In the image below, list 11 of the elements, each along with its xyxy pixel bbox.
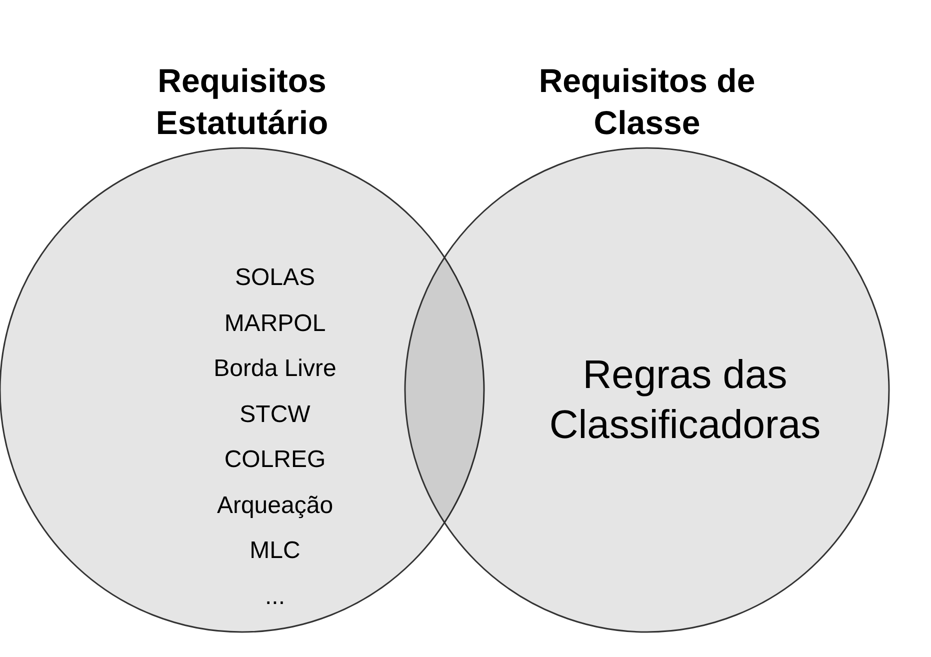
list-item: Arqueação [216, 490, 334, 520]
circle-heading: Requisitos de Classe [538, 61, 756, 143]
list-item: COLREG [224, 445, 326, 475]
circle-heading: Requisitos Estatutário [154, 61, 330, 143]
list-item: MARPOL [224, 308, 326, 338]
list-item: SOLAS [234, 263, 316, 293]
list-item: STCW [240, 400, 310, 430]
circle-text: Regras das Classificadoras [548, 352, 822, 449]
list-item: Borda Livre [214, 354, 336, 384]
list-item: MLC [250, 536, 300, 566]
list-item: ... [264, 582, 285, 612]
